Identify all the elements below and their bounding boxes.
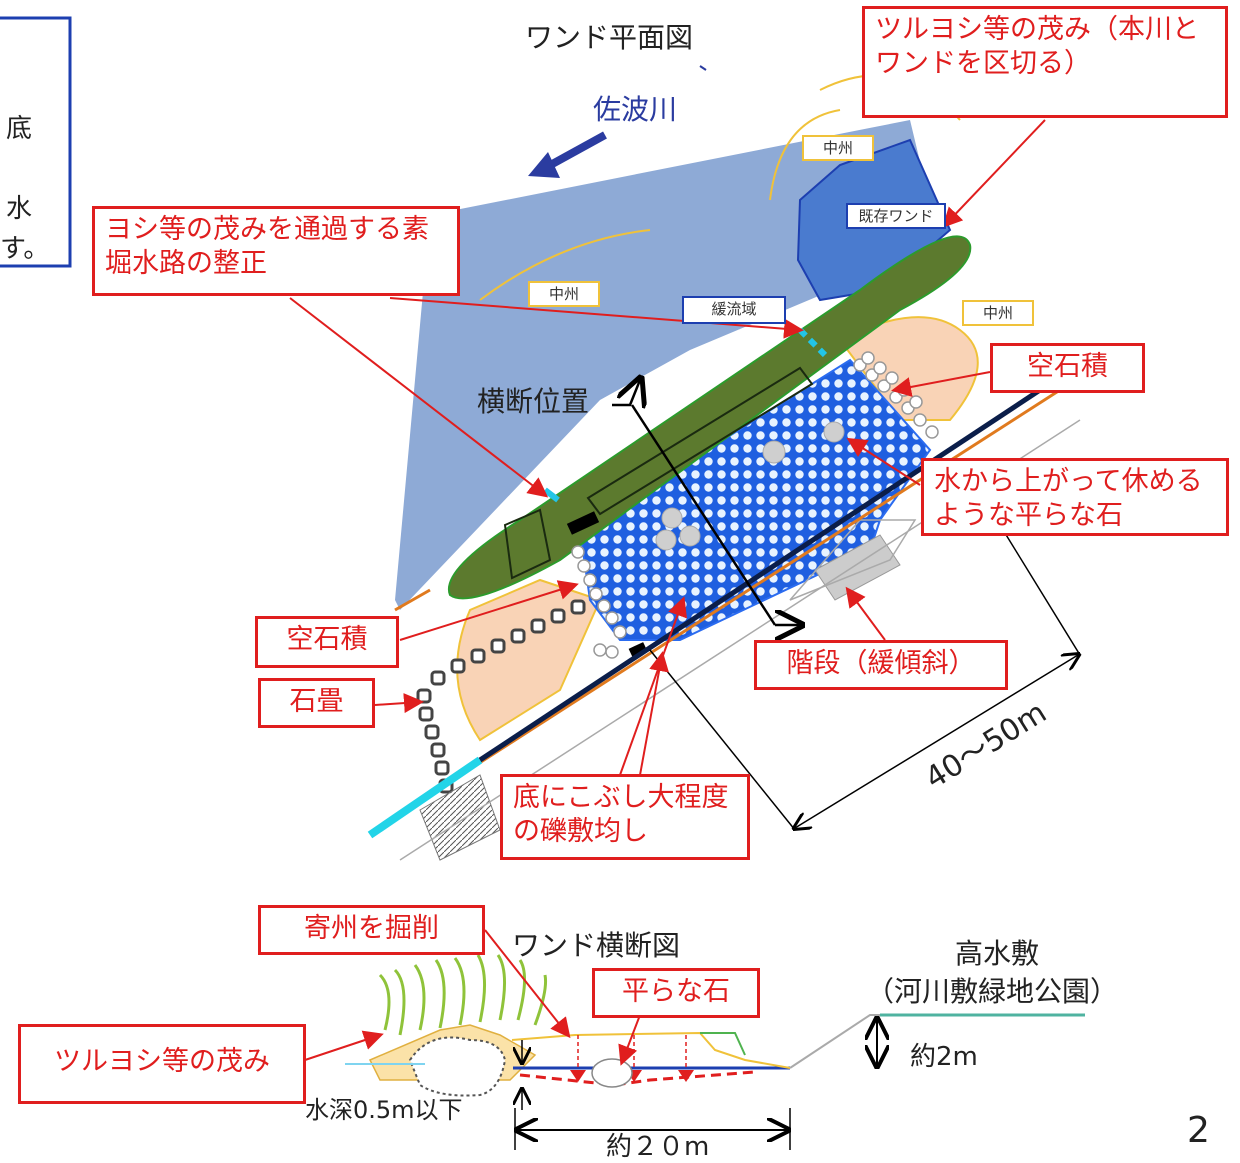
height-label: 約2m: [910, 1042, 978, 1072]
section-position-label: 横断位置: [477, 385, 590, 418]
flat-stones: [655, 421, 845, 551]
callout-tsuruyoshi-divide: ツルヨシ等の茂み（本川とワンドを区切る）: [862, 6, 1228, 118]
hatched-stairs: [419, 774, 501, 861]
stairs-outline: [789, 519, 917, 601]
section-line: [630, 404, 777, 626]
park-label: （河川敷緑地公園）: [866, 975, 1119, 1008]
existing-wando-tag: 既存ワンド: [846, 203, 946, 229]
sandbar-outline: [479, 229, 651, 301]
bank-line: [367, 756, 483, 839]
channel-marker: [566, 511, 600, 535]
river-flow-arrowhead: [528, 152, 560, 178]
dredge-line: [519, 1070, 756, 1087]
vegetation-strip: [447, 235, 972, 600]
callout-dry-stone-left: 空石積: [255, 616, 399, 668]
callout-tsuruyoshi: ツルヨシ等の茂み: [18, 1024, 306, 1104]
dimension-line: [999, 524, 1081, 656]
bank-line: [478, 387, 1042, 763]
callout-flat-stone: 平らな石: [592, 968, 760, 1018]
callout-channel: ヨシ等の茂みを通過する素堀水路の整正: [92, 206, 460, 296]
section-title: ワンド横断図: [512, 929, 681, 962]
info-box-text: す。: [0, 234, 50, 264]
dredged-mound-outline: [408, 1036, 507, 1097]
depth-label: 水深0.5m以下: [305, 1096, 463, 1124]
bank-line: [394, 588, 431, 612]
flat-stone-section: [591, 1058, 633, 1088]
page-number: 2: [1187, 1110, 1210, 1151]
river-name: 佐波川: [593, 93, 678, 126]
ground-line: [511, 1031, 791, 1069]
dry-stone-wall-left: [571, 545, 627, 659]
plan-title: ワンド平面図: [525, 21, 694, 54]
dry-stone-wall-right: [853, 351, 939, 439]
channel-marker: [628, 642, 648, 658]
highland-label: 高水敷: [955, 937, 1040, 970]
channel: [503, 508, 552, 580]
info-box: [0, 16, 72, 268]
reeds: [378, 954, 547, 1036]
sandbar-outline: [769, 109, 841, 201]
slow-flow-tag: 緩流域: [682, 296, 786, 324]
callout-stairs: 階段（緩傾斜）: [754, 640, 1008, 690]
info-box-text: 底: [6, 114, 33, 144]
sandbar-tag: 中州: [962, 300, 1034, 326]
dimension-line: [795, 655, 1078, 828]
stairs: [814, 534, 901, 601]
sandbar-tag: 中州: [802, 135, 874, 161]
channel-opening: [543, 487, 560, 503]
callout-gravel: 底にこぶし大程度の礫敷均し: [500, 774, 750, 860]
section-line: [612, 380, 640, 405]
ground-line: [700, 1032, 746, 1056]
channel: [586, 366, 814, 516]
sandbar-tag: 中州: [528, 281, 600, 307]
sand-area: [838, 316, 979, 421]
channel-opening: [797, 327, 828, 358]
callout-stone-pavement: 石畳: [258, 678, 375, 728]
callout-flat-stone-rest: 水から上がって休めるような平らな石: [921, 458, 1229, 536]
info-box-text: 水: [6, 194, 33, 224]
river-flow-arrow: [543, 131, 607, 172]
callout-dredge: 寄州を掘削: [258, 905, 485, 955]
callout-dry-stone-right: 空石積: [990, 343, 1145, 393]
dimension-line: [649, 649, 796, 831]
width-label: 約２０m: [606, 1132, 710, 1162]
